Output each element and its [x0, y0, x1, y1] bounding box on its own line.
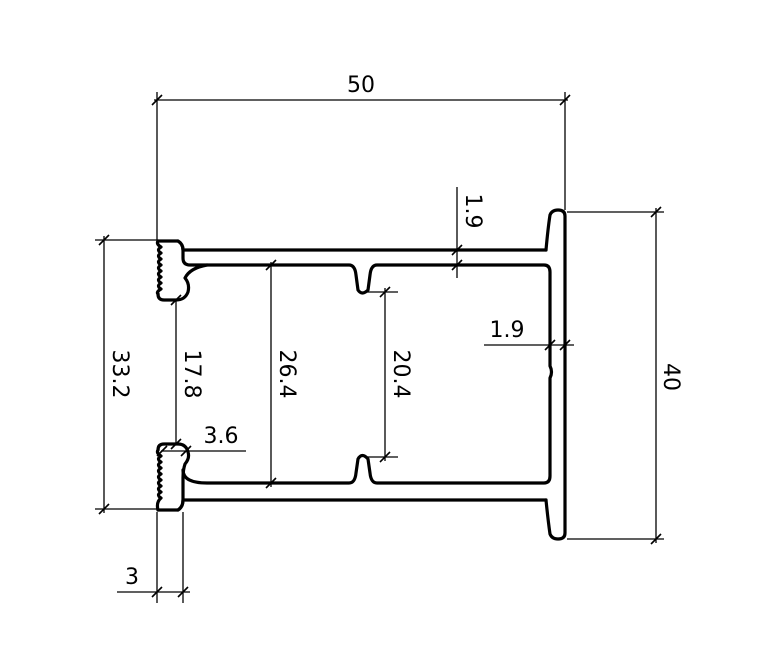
dim-clip-depth: 3.6 — [204, 424, 239, 449]
dim-clip-thickness: 3 — [125, 565, 139, 590]
dimension-lines — [95, 92, 664, 603]
inner-cavity — [181, 263, 554, 485]
top-flange-outer — [176, 239, 548, 252]
upper-clip-serration — [155, 239, 163, 296]
dim-groove-gap: 20.4 — [388, 350, 413, 399]
dim-inner-height: 26.4 — [274, 350, 299, 399]
lower-clip — [156, 442, 191, 512]
upper-clip — [156, 239, 209, 302]
dim-overall-height: 40 — [658, 363, 683, 391]
dim-overall-width: 50 — [347, 73, 375, 98]
lower-clip-serration — [155, 448, 163, 512]
end-plate — [544, 208, 567, 541]
bottom-flange-outer — [176, 498, 548, 512]
dimension-labels: 50 1.9 1.9 40 33.2 17.8 26.4 20.4 3.6 3 — [107, 73, 683, 590]
dim-clip-height: 33.2 — [107, 350, 132, 399]
aluminium-profile — [155, 208, 567, 541]
dim-right-wall: 1.9 — [490, 318, 525, 343]
dim-top-wall: 1.9 — [460, 194, 485, 229]
dim-slot-gap: 17.8 — [179, 350, 204, 399]
